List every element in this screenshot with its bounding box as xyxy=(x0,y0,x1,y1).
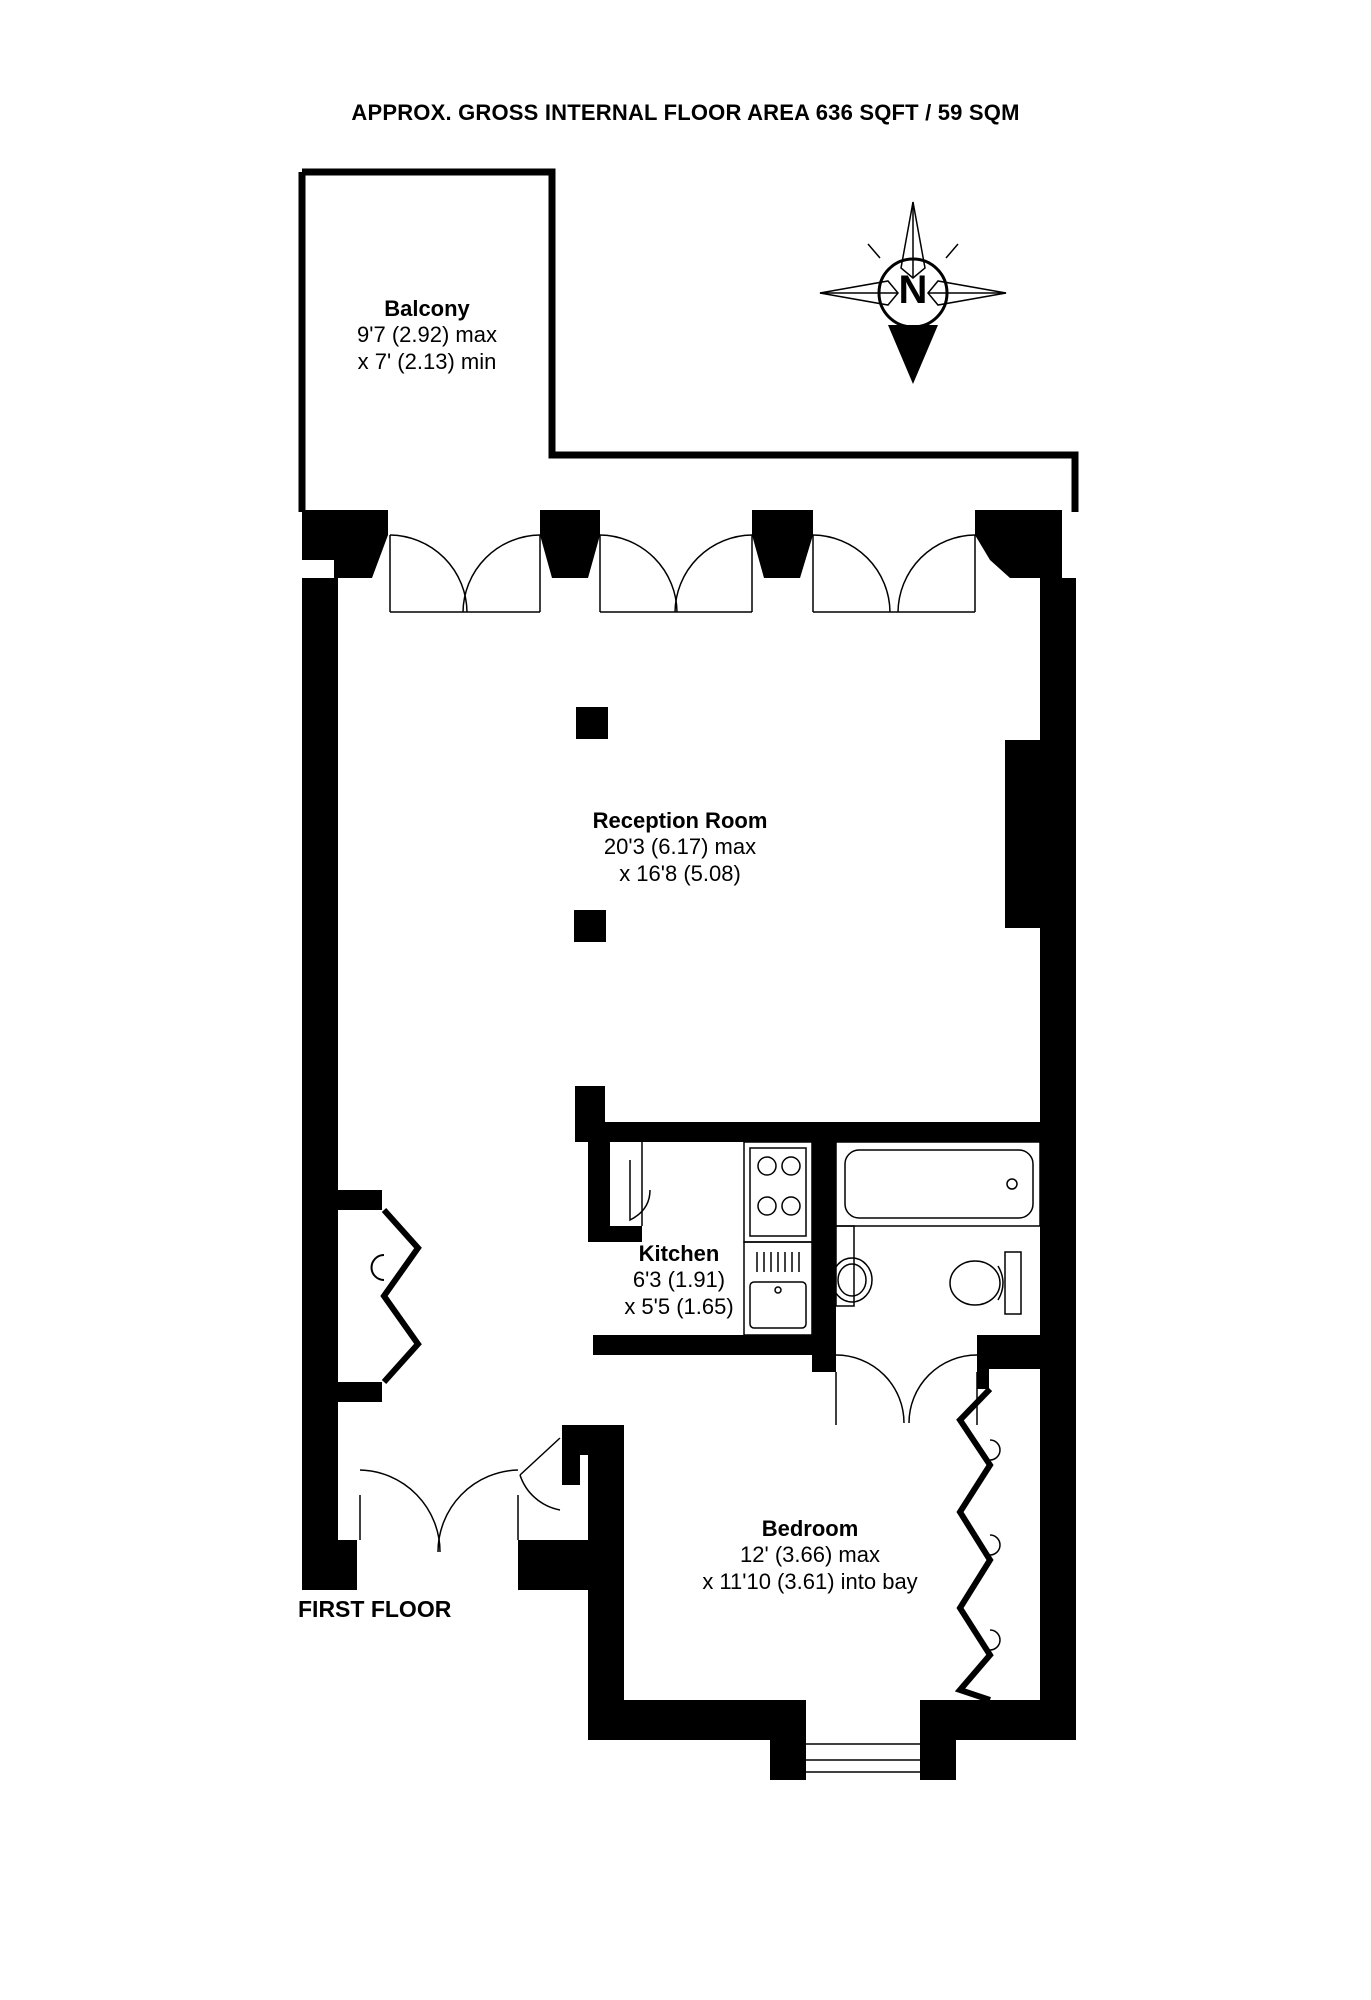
room-dimension: 6'3 (1.91) xyxy=(632,1267,726,1293)
room-dimension: 9'7 (2.92) max xyxy=(357,322,497,348)
balcony-label: Balcony 9'7 (2.92) max x 7' (2.13) min xyxy=(322,296,532,375)
left-cupboard xyxy=(338,1190,422,1402)
bedroom-wardrobe xyxy=(954,1386,1001,1703)
bedroom-label: Bedroom 12' (3.66) max x 11'10 (3.61) in… xyxy=(660,1516,960,1595)
floor-name-label: FIRST FLOOR xyxy=(298,1596,452,1622)
bay-window xyxy=(806,1743,920,1773)
entrance-door xyxy=(359,1437,561,1553)
room-name: Balcony xyxy=(384,296,470,321)
bathroom-fittings xyxy=(831,1141,1041,1315)
reception-label: Reception Room 20'3 (6.17) max x 16'8 (5… xyxy=(530,808,830,887)
room-name: Bedroom xyxy=(761,1516,859,1541)
room-dimension: 12' (3.66) max xyxy=(740,1542,880,1568)
interior-walls xyxy=(562,1086,1060,1485)
top-wall xyxy=(302,510,1062,578)
bathroom-door xyxy=(835,1354,978,1425)
room-dimension: x 5'5 (1.65) xyxy=(624,1293,734,1319)
kitchen-label: Kitchen 6'3 (1.91) x 5'5 (1.65) xyxy=(594,1241,764,1320)
compass-rose xyxy=(819,201,1007,384)
room-dimension: x 11'10 (3.61) into bay xyxy=(702,1568,918,1594)
floor-area-title: APPROX. GROSS INTERNAL FLOOR AREA 636 SQ… xyxy=(351,100,1020,125)
kitchen-fittings xyxy=(629,1141,813,1336)
room-dimension: x 16'8 (5.08) xyxy=(619,860,741,886)
room-dimension: x 7' (2.13) min xyxy=(357,348,497,374)
balcony-doors xyxy=(389,534,976,613)
room-name: Kitchen xyxy=(638,1241,720,1266)
column xyxy=(576,707,608,739)
compass-north-letter: N xyxy=(898,268,928,312)
room-dimension: 20'3 (6.17) max xyxy=(603,834,757,860)
balcony-outline xyxy=(302,168,1079,512)
column xyxy=(574,910,606,942)
room-name: Reception Room xyxy=(592,808,768,833)
